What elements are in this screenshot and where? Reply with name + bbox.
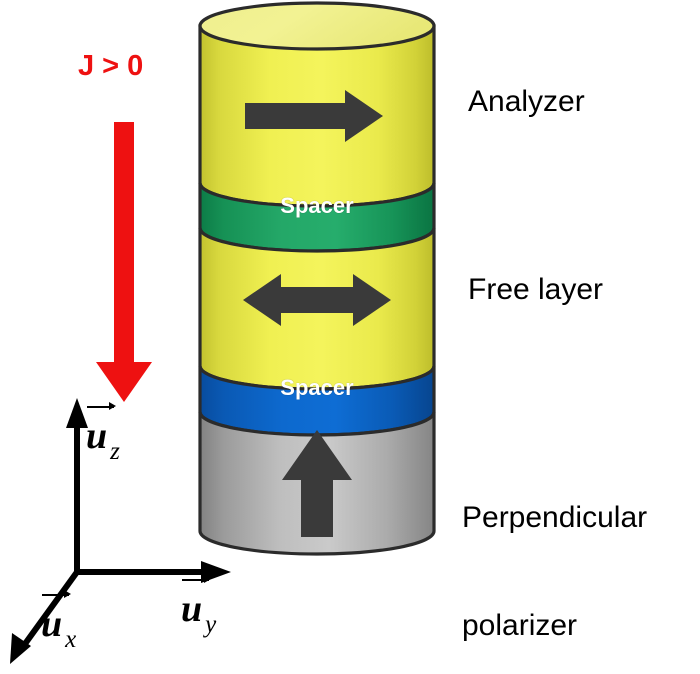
- spacer-bottom-label: Spacer: [280, 375, 354, 400]
- layer-label-perpendicular-polarizer-line1: Perpendicular: [462, 501, 648, 534]
- axis-x: [10, 570, 80, 664]
- axis-label-u-y-base: u: [181, 575, 212, 630]
- stack-layer-analyzer: [198, 1, 436, 208]
- coordinate-axes: [10, 398, 231, 664]
- axis-label-u-y-subscript: y: [205, 611, 217, 638]
- analyzer-magnetization-arrow: [245, 90, 383, 142]
- axis-label-u-x-subscript: x: [65, 626, 77, 653]
- layer-label-analyzer: Analyzer: [468, 85, 585, 118]
- axis-label-u-z-subscript: z: [110, 438, 120, 465]
- spacer-top-label: Spacer: [280, 193, 354, 218]
- current-direction-arrow: [96, 122, 152, 402]
- stack-layer-perpendicular-polarizer: [198, 411, 436, 556]
- layer-label-perpendicular-polarizer-line2: polarizer: [462, 609, 578, 642]
- layer-label-perpendicular-polarizer: Perpendicular polarizer: [462, 428, 647, 674]
- polarizer-magnetization-arrow: [282, 430, 352, 537]
- current-density-label: J > 0: [78, 50, 144, 82]
- analyzer-top-cap: [198, 1, 436, 51]
- stack-layer-free: [198, 227, 436, 391]
- magnetic-stack-cylinder: [198, 1, 436, 556]
- axis-label-u-z-base: u: [86, 402, 117, 457]
- axis-z: [66, 398, 88, 572]
- free-layer-magnetization-arrow: [243, 274, 391, 326]
- axis-label-u-x-base: u: [41, 590, 72, 645]
- layer-label-free-layer: Free layer: [468, 273, 604, 306]
